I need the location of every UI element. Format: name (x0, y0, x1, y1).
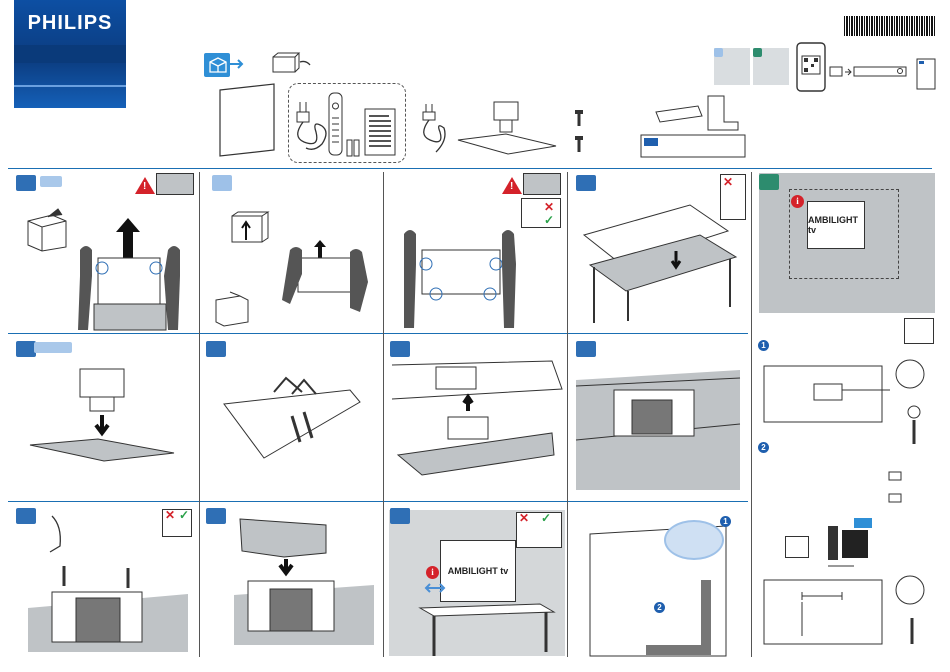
stand-item (456, 100, 558, 156)
philips-logo-band: PHILIPS (14, 0, 126, 108)
screws-pack-icon (904, 318, 934, 344)
wall-mount-option (753, 48, 789, 85)
two-person-lift-icon (523, 173, 561, 195)
column-divider (751, 172, 752, 657)
info-icon: i (426, 566, 439, 579)
step-marker (576, 175, 596, 191)
remote-control-item (328, 92, 344, 158)
booklet-item (640, 134, 746, 158)
substep-1: 1 (758, 340, 769, 351)
step-marker (576, 341, 596, 357)
right-mark: ✓ (544, 213, 554, 227)
tv-back-vesa-1 (762, 358, 940, 454)
documentation-item (364, 108, 396, 156)
table (420, 600, 556, 656)
header-rule (8, 168, 932, 169)
step-marker (390, 508, 410, 524)
callout-1: 1 (720, 516, 731, 527)
wall-mount-depth (818, 516, 874, 570)
callout-2: 2 (654, 602, 665, 613)
column-divider (567, 172, 568, 657)
warning-icon: ! (135, 177, 155, 194)
zoom-bubble (664, 520, 724, 560)
two-person-lift-icon (156, 173, 194, 195)
stand-to-tv (392, 355, 562, 485)
foam-cover-step (234, 515, 374, 645)
ambilight-tv-wall: AMBILIGHT tv (807, 201, 865, 249)
info-icon: i (791, 195, 804, 208)
warning-icon: ! (502, 177, 522, 194)
tv-panel-item (218, 82, 276, 158)
wrong-mark: ✕ (723, 175, 733, 189)
step-marker (206, 508, 226, 524)
tv-face-down-on-table (580, 195, 740, 325)
screws-item (572, 110, 586, 154)
fix-screws (28, 512, 188, 652)
step-marker (16, 175, 36, 191)
column-divider (199, 172, 200, 657)
foam-box-icon (272, 52, 312, 74)
cable-management-scene: 1 2 (576, 510, 746, 656)
step-tag (40, 176, 62, 187)
stand-do-dont-icon: ✕ ✓ (516, 512, 562, 548)
row-rule-2 (8, 501, 748, 502)
grip-do-dont-icon: ✕ ✓ (521, 198, 561, 228)
stand-mount-option (714, 48, 750, 85)
box-lift-icon (228, 210, 274, 250)
cart-icon (785, 536, 809, 558)
logo-stripe (14, 45, 126, 63)
ambilight-tv-screen: AMBILIGHT tv (440, 540, 516, 602)
batteries-item (346, 138, 360, 158)
step-marker (206, 341, 226, 357)
logo-stripe-thin (14, 85, 126, 87)
wall-bracket-item (650, 92, 740, 132)
row-rule-1 (8, 333, 748, 334)
search-sequence (830, 66, 912, 78)
right-mark: ✓ (541, 511, 551, 525)
stand-screws (220, 372, 365, 462)
phone-qr-icon (796, 42, 826, 92)
arrow-right-icon (230, 60, 244, 68)
option-tag-green (753, 48, 762, 57)
wrong-mark: ✕ (544, 200, 554, 214)
step-marker (16, 341, 36, 357)
two-people-lifting-tv (70, 240, 188, 330)
column-divider (383, 172, 384, 657)
step-marker (212, 175, 232, 191)
bracket-screw-icons (888, 470, 902, 510)
stand-mounted (576, 370, 740, 494)
step-marker-wall (759, 174, 779, 190)
brand-wordmark: PHILIPS (14, 12, 126, 35)
option-tag-blue (714, 48, 723, 57)
stand-assembly (28, 365, 178, 465)
barcode (844, 16, 936, 36)
wrong-mark: ✕ (519, 511, 529, 525)
manual-doc-icon (916, 58, 936, 90)
step-tag (34, 342, 72, 353)
tv-box-open-icon (22, 205, 70, 253)
second-cord-item (418, 100, 448, 158)
tv-back-vesa-2 (762, 572, 940, 656)
arrow-both-icon (426, 584, 444, 592)
box-outline-icon (208, 56, 228, 74)
substep-2: 2 (758, 442, 769, 453)
two-people-holding-tv (398, 228, 526, 330)
two-people-crouching (270, 250, 380, 330)
box-unpacked-icon (212, 290, 252, 326)
power-cord-item (292, 92, 332, 154)
wall-mount-scene: AMBILIGHT tv i (759, 173, 935, 313)
